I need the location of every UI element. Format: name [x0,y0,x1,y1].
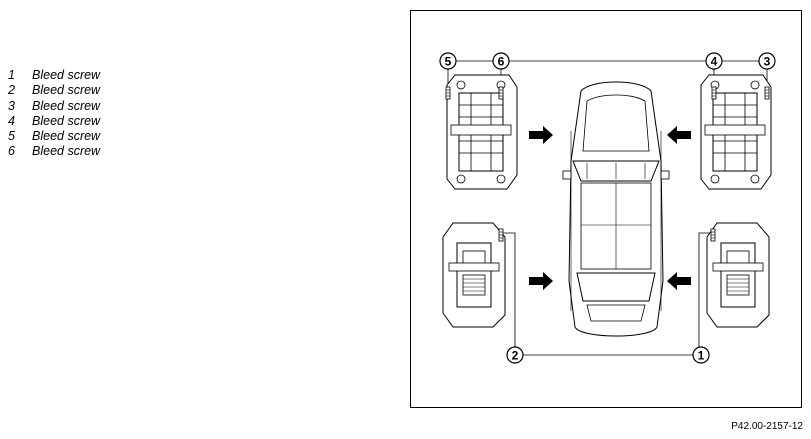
arrow-right-icon [529,126,553,144]
legend-number: 3 [8,98,15,113]
callout-label: 6 [498,55,505,69]
callout-3: 3 [758,52,776,70]
rear-right-caliper [706,222,770,328]
legend-label: Bleed screw [32,83,101,98]
legend-number: 2 [8,83,15,98]
callout-5: 5 [439,52,457,70]
callout-label: 2 [512,349,519,363]
legend-label: Bleed screw [32,129,101,144]
legend-item: 1 Bleed screw [8,68,100,83]
legend-item: 4 Bleed screw [8,114,100,129]
legend-number: 6 [8,144,15,159]
brake-caliper-figure: 5 6 4 3 2 1 [410,10,802,408]
legend-item: 3 Bleed screw [8,99,100,114]
callout-label: 5 [445,55,452,69]
car-top-view [562,81,670,337]
legend-label: Bleed screw [32,113,101,128]
callout-label: 3 [764,55,771,69]
callout-2: 2 [506,346,524,364]
rear-left-caliper [442,222,506,328]
callout-label: 4 [711,55,718,69]
callout-6: 6 [492,52,510,70]
legend-number: 4 [8,113,15,128]
front-left-caliper [445,74,518,190]
callout-1: 1 [692,346,710,364]
callout-4: 4 [705,52,723,70]
legend-item: 2 Bleed screw [8,83,100,98]
legend-number: 5 [8,129,15,144]
legend-label: Bleed screw [32,98,101,113]
arrow-left-icon [667,126,691,144]
front-right-caliper [700,74,772,190]
legend-item: 6 Bleed screw [8,144,100,159]
legend-label: Bleed screw [32,144,101,159]
legend-label: Bleed screw [32,68,101,82]
arrow-left-icon [667,272,691,290]
figure-reference: P42.00-2157-12 [731,421,803,432]
legend-number: 1 [8,68,15,82]
diagram-svg: 5 6 4 3 2 1 [439,52,776,364]
arrow-right-icon [529,272,553,290]
callout-label: 1 [698,349,705,363]
legend-item: 5 Bleed screw [8,129,100,144]
